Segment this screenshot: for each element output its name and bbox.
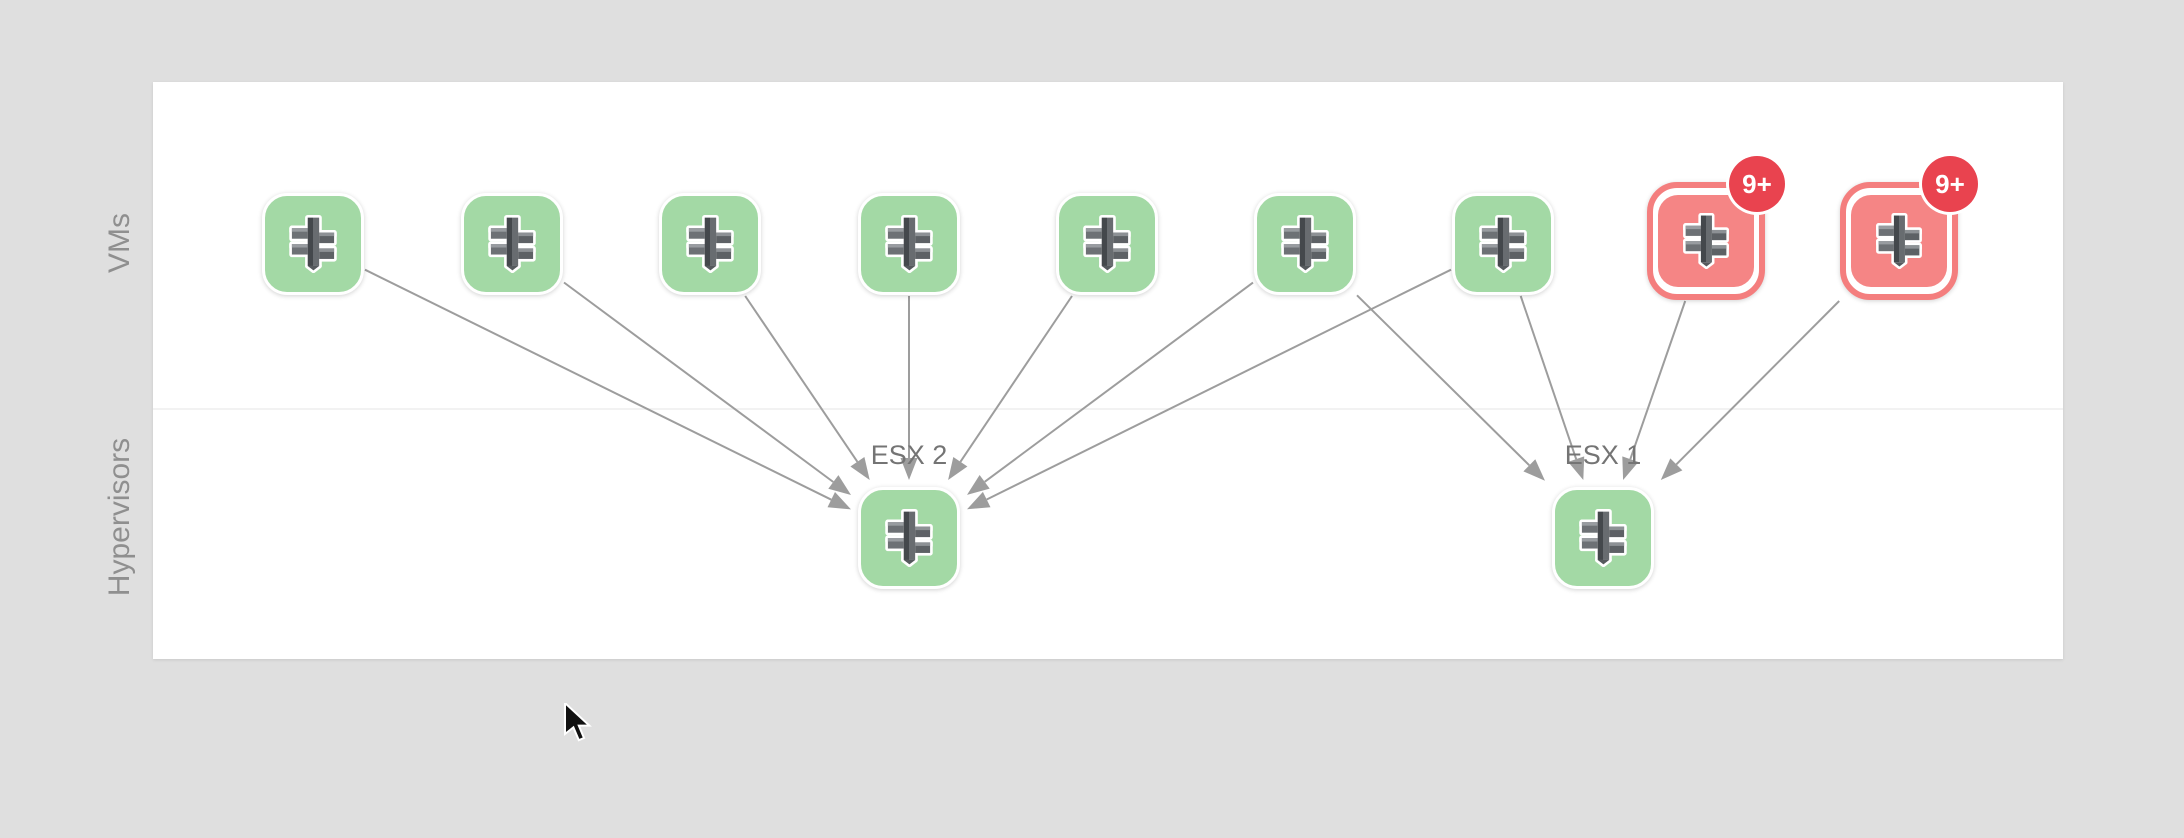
- vm-icon: [686, 215, 734, 273]
- vm-icon: [885, 509, 933, 567]
- node-box[interactable]: [1452, 193, 1554, 295]
- node-box[interactable]: [858, 487, 960, 589]
- vm-icon: [885, 215, 933, 273]
- arrowhead: [967, 475, 990, 495]
- node-alert-ring[interactable]: [1840, 182, 1958, 300]
- vm-icon: [1579, 509, 1627, 567]
- edge-vm6-esx2: [744, 295, 859, 463]
- topology-panel: VM 4VM 5VM 6VM 7VM 9VM 8VM 3VM 29+VM 19+…: [153, 82, 2063, 659]
- arrowhead: [967, 491, 991, 510]
- edge-vm2-esx1: [1629, 300, 1687, 460]
- arrowhead: [827, 492, 851, 510]
- alert-badge[interactable]: 9+: [1729, 156, 1785, 212]
- vm-icon: [289, 215, 337, 273]
- vm-icon: [488, 215, 536, 273]
- node-box[interactable]: [1056, 193, 1158, 295]
- row-label-vms: VMs: [103, 213, 136, 273]
- node-box[interactable]: [1552, 487, 1654, 589]
- row-label-hypervisors: Hypervisors: [103, 437, 136, 597]
- edge-vm8-esx1: [1356, 294, 1531, 467]
- arrowhead: [850, 457, 870, 480]
- node-alert-ring[interactable]: [1647, 182, 1765, 300]
- edge-vm1-esx1: [1675, 300, 1840, 466]
- node-box[interactable]: [461, 193, 563, 295]
- edge-vm8-esx2: [984, 281, 1254, 483]
- mouse-cursor: [564, 703, 592, 742]
- node-label-esx2: ESX 2: [870, 440, 948, 470]
- node-box[interactable]: [659, 193, 761, 295]
- vm-icon: [1683, 213, 1729, 269]
- vm-icon: [1479, 215, 1527, 273]
- vm-icon: [1876, 213, 1922, 269]
- arrowhead: [948, 457, 968, 480]
- edge-vm9-esx2: [959, 295, 1073, 463]
- arrowhead: [1523, 459, 1545, 481]
- edge-vm3-esx1: [1519, 295, 1578, 460]
- row-divider: [153, 408, 2063, 410]
- node-box[interactable]: [1254, 193, 1356, 295]
- node-box[interactable]: [1851, 195, 1947, 287]
- node-box[interactable]: [858, 193, 960, 295]
- edge-vm5-esx2: [563, 281, 834, 483]
- edge-vm3-esx2: [986, 268, 1452, 501]
- node-label-esx1: ESX 1: [1564, 440, 1642, 470]
- arrowhead: [1660, 458, 1683, 480]
- alert-badge[interactable]: 9+: [1922, 156, 1978, 212]
- arrowhead: [828, 475, 851, 495]
- node-box[interactable]: [262, 193, 364, 295]
- edge-vm4-esx2: [364, 268, 832, 501]
- vm-icon: [1281, 215, 1329, 273]
- vm-icon: [1083, 215, 1131, 273]
- node-box[interactable]: [1658, 195, 1754, 287]
